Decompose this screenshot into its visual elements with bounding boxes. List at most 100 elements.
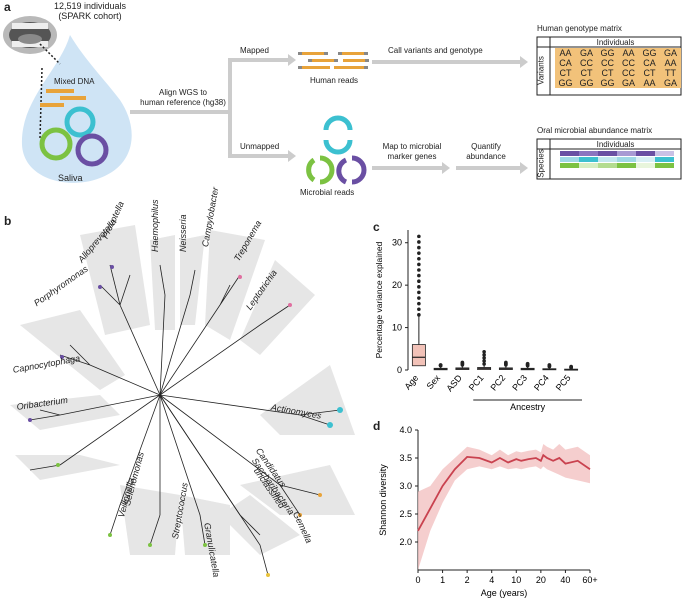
panel-a-letter: a [4,0,11,14]
panel-d-letter: d [373,419,381,433]
mixed-dna-label: Mixed DNA [54,77,95,86]
species-label: Species [536,149,546,178]
y-tick-label: 4.0 [399,425,412,435]
x-tick-label: 4 [489,575,494,585]
genotype-cell: CA [643,58,656,68]
box-outlier [482,362,486,366]
genotype-cell: CT [559,68,572,78]
box-outlier [417,240,421,244]
human-reads-icon [298,52,369,69]
genotype-cell: AA [643,78,656,88]
y-tick-label: 3.0 [399,481,412,491]
x-tick-label: 40 [560,575,570,585]
box-outlier [525,361,530,366]
genotype-cell: AA [622,48,635,58]
genotype-cell: GG [600,48,615,58]
y-tick-label: 30 [392,238,402,248]
confidence-band [418,444,590,570]
x-tick-label: 1 [440,575,445,585]
category-label: ASD [444,372,464,393]
category-label: PC3 [510,373,529,393]
quantify-line1: Quantify [471,142,501,151]
box-outlier [417,301,421,306]
genotype-cell: CT [601,68,614,78]
genotype-cell: GA [663,48,677,58]
box-outlier [417,313,421,317]
align-label: Align WGS to human reference (hg38) [140,88,226,108]
genotype-cell: GG [600,78,615,88]
individuals-label-bottom: Individuals [596,140,635,149]
x-tick-label: 2 [465,575,470,585]
box-outlier [417,268,421,272]
x-axis-label: Age (years) [481,588,528,598]
y-tick-label: 10 [392,323,402,333]
align-line1: Align WGS to [158,88,207,97]
mean-line [417,453,591,532]
quantify-line2: abundance [466,152,506,161]
map-line2: marker genes [387,152,437,161]
box-outlier [417,307,421,312]
y-tick-label: 20 [392,280,402,290]
box-outlier [417,296,421,300]
genotype-cell: CA [559,58,572,68]
category-label: Age [402,373,420,392]
panel-a-diagram [3,16,682,185]
box-outlier [417,273,421,278]
genus-label: Haemophilus [150,199,160,252]
y-tick-label: 0 [397,365,402,375]
genotype-cell: GG [579,78,594,88]
abundance-heatmap [560,151,674,168]
y-tick-label: 2.5 [399,509,412,519]
x-tick-label: 0 [415,575,420,585]
box-outlier [417,245,421,250]
cohort-line1: 12,519 individuals [53,1,127,11]
genotype-cell: GG [642,48,657,58]
box-outlier [417,262,421,267]
genus-label: Neisseria [178,214,188,252]
y-axis-label: Shannon diversity [378,464,388,536]
variants-label: Variants [536,56,546,85]
category-label: Sex [425,372,443,391]
box-outlier [417,285,421,289]
align-line2: human reference (hg38) [140,98,226,107]
panel-c-letter: c [373,220,380,234]
genotype-cell: GA [621,78,635,88]
microbial-matrix-title: Oral microbial abundance matrix [537,126,653,135]
genotype-cell: TT [665,68,676,78]
ancestry-label: Ancestry [510,402,546,412]
box-outlier [504,360,508,365]
genotype-cell: CC [622,68,635,78]
genotype-cell: CT [643,68,656,78]
genotype-cell: AA [664,58,677,68]
box-outlier [482,353,486,357]
box-outlier [547,363,552,367]
box-outlier [438,363,443,367]
map-line1: Map to microbial [382,142,442,151]
box [411,344,426,367]
y-axis-label: Percentage variance explained [374,241,384,358]
human-matrix-title: Human genotype matrix [537,24,622,33]
microbial-reads-icon [306,115,367,185]
box-outlier [417,234,421,239]
genotype-cell: GG [558,78,573,88]
genotype-cell: CT [580,68,593,78]
human-reads-label: Human reads [310,76,359,85]
cohort-line2: (SPARK cohort) [58,11,122,21]
genotype-row: CT CT CT CC CT TT [555,68,681,78]
box-outlier [417,279,421,284]
cohort-label: 12,519 individuals (SPARK cohort) [40,1,140,21]
map-markers-label: Map to microbial marker genes [372,142,452,162]
call-variants-label: Call variants and genotype [388,46,483,55]
box-outlier [482,356,486,360]
genotype-cell: CC [622,58,635,68]
box-outlier [482,359,486,363]
box-outlier [417,290,421,295]
box-outlier [417,256,421,261]
genotype-cell: GA [579,48,593,58]
y-tick-label: 3.5 [399,453,412,463]
